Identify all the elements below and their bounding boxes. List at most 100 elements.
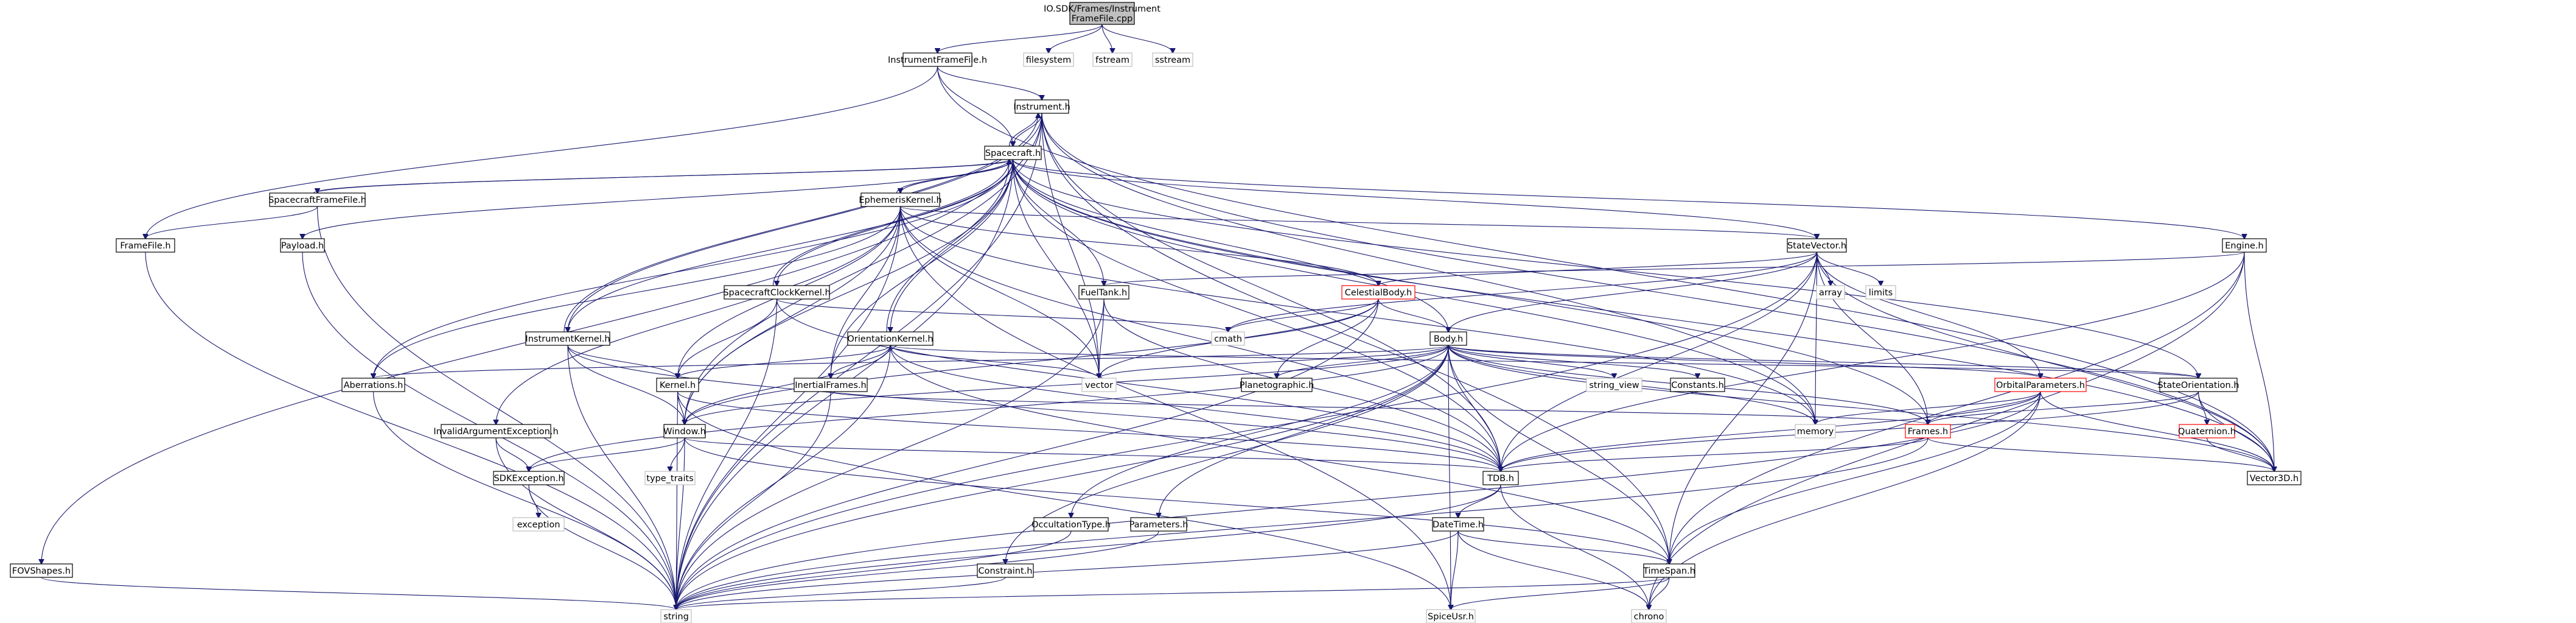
edge-spacecraft-h-to-fueltank-h <box>1012 159 1105 286</box>
edge-orientationkernel-h-to-tdb-h <box>890 345 1501 471</box>
node-occultationtype-h[interactable]: OccultationType.h <box>1031 517 1111 532</box>
edge-ephemeriskernel-h-to-spacecraft-h <box>896 160 1010 194</box>
edge-body-h-to-orbitalparameters-h <box>1448 345 2040 378</box>
node-quaternion-h[interactable]: Quaternion.h <box>2178 424 2236 438</box>
node-aberrations-h[interactable]: Aberrations.h <box>341 378 405 392</box>
node-window-h[interactable]: Window.h <box>663 424 706 438</box>
edge-spacecraft-h-to-body-h <box>1012 159 1449 332</box>
edge-instrumentkernel-h-to-kernel-h <box>567 345 678 378</box>
node-instrument-h[interactable]: Instrument.h <box>1013 99 1070 114</box>
edge-statevector-h-to-frames-h <box>1816 252 1929 424</box>
node-label: StateVector.h <box>1787 241 1846 251</box>
edge-statevector-h-to-tdb-h <box>1501 252 1818 471</box>
node-label: filesystem <box>1026 55 1072 65</box>
node-fovshapes-h[interactable]: FOVShapes.h <box>10 563 73 578</box>
node-sstream: sstream <box>1152 52 1193 67</box>
node-engine-h[interactable]: Engine.h <box>2222 238 2267 253</box>
node-root[interactable]: IO.SDK/Frames/InstrumentFrameFile.cpp <box>1044 2 1161 25</box>
node-planetographic-h[interactable]: Planetographic.h <box>1240 378 1314 392</box>
node-label: Vector3D.h <box>2250 474 2299 484</box>
node-box <box>441 424 551 438</box>
node-label: Aberrations.h <box>344 381 403 390</box>
edge-statevector-h-to-timespan-h <box>1669 252 1818 564</box>
node-fueltank-h[interactable]: FuelTank.h <box>1078 285 1129 300</box>
node-orbitalparameters-h[interactable]: OrbitalParameters.h <box>1994 378 2087 392</box>
edge-datetime-h-to-chrono <box>1457 530 1649 610</box>
node-body-h[interactable]: Body.h <box>1429 331 1467 346</box>
edge-statevector-h-to-limits <box>1816 252 1881 286</box>
edge-body-h-to-window-h <box>685 345 1449 424</box>
node-datetime-h[interactable]: DateTime.h <box>1432 517 1484 532</box>
node-kernel-h[interactable]: Kernel.h <box>656 378 699 392</box>
node-label: EphemerisKernel.h <box>859 195 941 205</box>
edge-celestialbody-h-to-planetographic-h <box>1277 298 1379 378</box>
node-invalidargumentexception-h[interactable]: InvalidArgumentException.h <box>433 424 559 438</box>
edge-instrument-h-to-window-h <box>685 113 1042 424</box>
edge-kernel-h-to-tdb-h <box>677 391 1501 471</box>
node-label: SpacecraftClockKernel.h <box>723 288 830 298</box>
node-constraint-h[interactable]: Constraint.h <box>977 563 1034 578</box>
edge-timespan-h-to-spiceusr-h <box>1451 577 1670 610</box>
edge-instrument-h-to-memory <box>1041 113 1815 424</box>
node-constants-h[interactable]: Constants.h <box>1670 378 1725 392</box>
node-stateorientation-h[interactable]: StateOrientation.h <box>2157 378 2239 392</box>
node-ephemeriskernel-h[interactable]: EphemerisKernel.h <box>859 192 942 207</box>
edge-spacecraftclockkernel-h-to-tdb-h <box>776 298 1501 471</box>
node-payload-h[interactable]: Payload.h <box>280 238 325 253</box>
edge-inertialframes-h-to-frames-h <box>830 391 1928 424</box>
node-box <box>847 331 934 346</box>
edge-root-to-instrumentframefile-h <box>938 24 1103 53</box>
node-spacecraft-h[interactable]: Spacecraft.h <box>984 146 1042 160</box>
edge-layer <box>41 24 2274 610</box>
node-parameters-h[interactable]: Parameters.h <box>1129 517 1189 532</box>
edge-stateorientation-h-to-frames-h <box>1928 391 2199 424</box>
node-instrumentframefile-h[interactable]: InstrumentFrameFile.h <box>888 52 987 67</box>
node-box <box>1211 331 1245 346</box>
edge-ephemeriskernel-h-to-celestialbody-h <box>899 206 1379 286</box>
node-framefile-h[interactable]: FrameFile.h <box>116 238 175 253</box>
edge-spacecraft-h-to-vector3d-h <box>1012 159 2275 471</box>
edge-spacecraftclockkernel-h-to-cmath <box>776 298 1229 332</box>
node-frames-h[interactable]: Frames.h <box>1905 424 1951 438</box>
node-orientationkernel-h[interactable]: OrientationKernel.h <box>847 331 934 346</box>
node-label: string_view <box>1589 381 1639 390</box>
node-label: CelestialBody.h <box>1345 288 1412 298</box>
node-box <box>1631 609 1667 623</box>
node-box <box>269 192 366 207</box>
node-instrumentkernel-h[interactable]: InstrumentKernel.h <box>525 331 610 346</box>
node-label: Window.h <box>663 427 706 437</box>
node-box <box>2247 471 2302 485</box>
node-box <box>1014 99 1069 114</box>
edge-instrumentframefile-h-to-spacecraft-h <box>937 66 1013 146</box>
edge-parameters-h-to-string <box>676 530 1159 610</box>
node-label: InertialFrames.h <box>795 381 867 390</box>
node-label: Quaternion.h <box>2178 427 2236 437</box>
edge-root-to-fstream <box>1101 24 1112 53</box>
edge-body-h-to-constraint-h <box>1005 345 1449 564</box>
edge-stateorientation-h-to-tdb-h <box>1501 391 2199 471</box>
node-sdkexception-h[interactable]: SDKException.h <box>493 471 565 485</box>
node-celestialbody-h[interactable]: CelestialBody.h <box>1341 285 1415 300</box>
node-vector3d-h[interactable]: Vector3D.h <box>2247 471 2302 485</box>
edge-spacecraftclockkernel-h-to-kernel-h <box>678 298 778 378</box>
node-spacecraftclockkernel-h[interactable]: SpacecraftClockKernel.h <box>723 285 831 300</box>
node-timespan-h[interactable]: TimeSpan.h <box>1642 563 1695 578</box>
node-tdb-h[interactable]: TDB.h <box>1482 471 1519 485</box>
node-label: exception <box>517 520 560 530</box>
edge-root-to-sstream <box>1101 24 1173 53</box>
node-spacecraftframefile-h[interactable]: SpacecraftFrameFile.h <box>268 192 366 207</box>
edge-instrument-h-to-spacecraft-h <box>1013 113 1042 146</box>
edge-engine-h-to-timespan-h <box>1669 252 2245 564</box>
edge-orientationkernel-h-to-kernel-h <box>678 345 891 378</box>
node-inertialframes-h[interactable]: InertialFrames.h <box>794 378 868 392</box>
edge-body-h-to-aberrations-h <box>374 345 1449 378</box>
node-box <box>1670 378 1725 392</box>
node-statevector-h[interactable]: StateVector.h <box>1787 238 1847 253</box>
node-label: Spacecraft.h <box>985 149 1041 158</box>
node-label: IO.SDK/Frames/Instrument <box>1044 4 1161 14</box>
edge-spacecraftframefile-h-to-spacecraft-h <box>313 160 1010 194</box>
edge-inertialframes-h-to-string <box>676 391 831 610</box>
node-box <box>512 517 565 532</box>
edge-tdb-h-to-string <box>676 484 1501 610</box>
